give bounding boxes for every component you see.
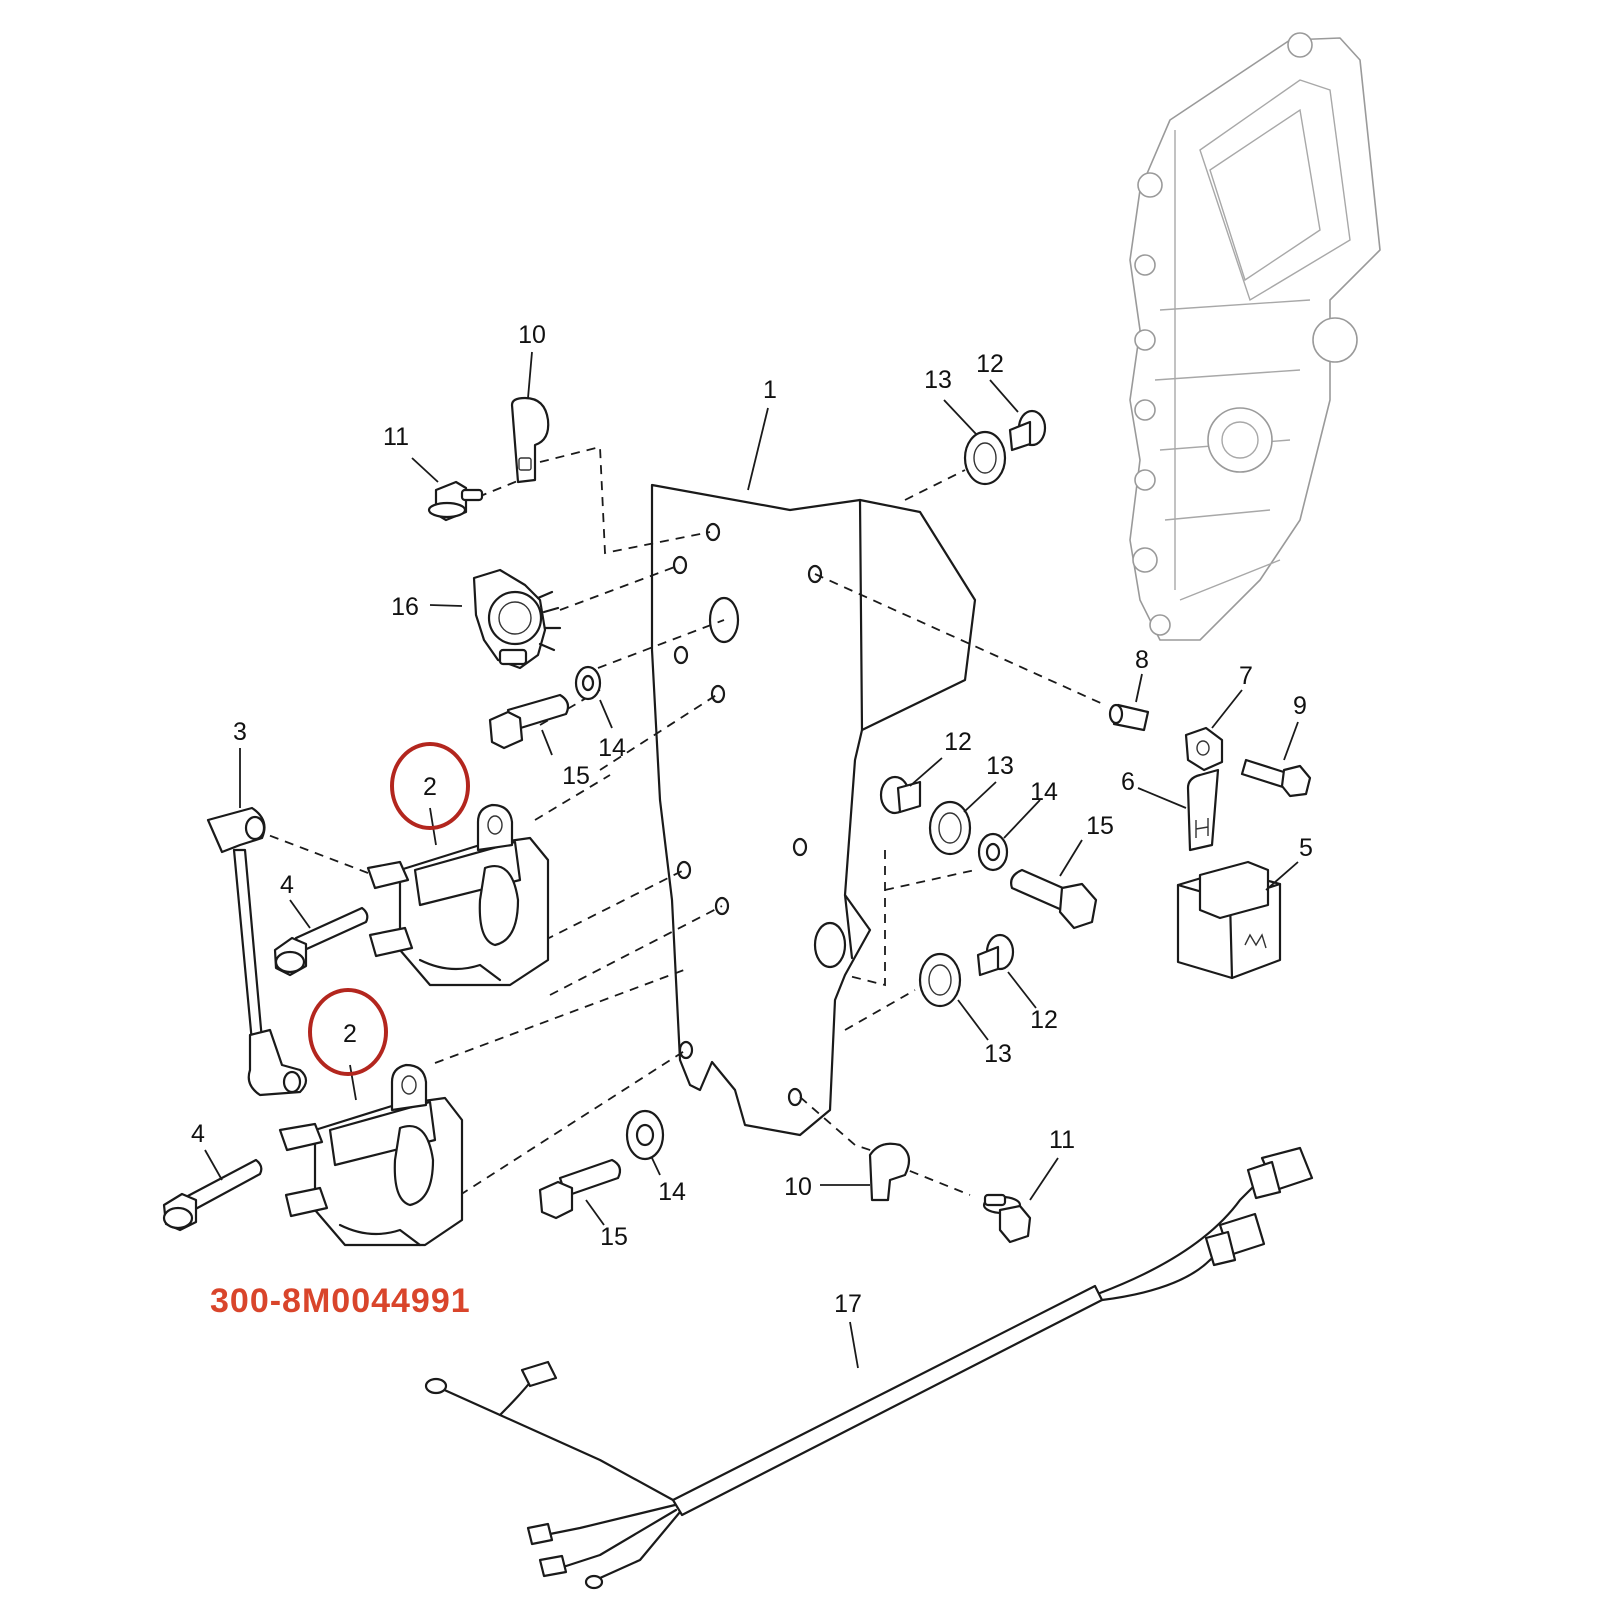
bracket-part-6 bbox=[1186, 768, 1220, 852]
callout-12-top: 12 bbox=[976, 350, 1004, 378]
bushing-12-top bbox=[1008, 409, 1047, 452]
washer-14-mid bbox=[977, 832, 1009, 872]
relay-part-5 bbox=[1176, 860, 1282, 980]
callout-8: 8 bbox=[1135, 646, 1149, 674]
bolt-15-low bbox=[538, 1158, 622, 1220]
callout-13-low: 13 bbox=[984, 1040, 1012, 1068]
callout-9: 9 bbox=[1293, 692, 1307, 720]
bushing-12-low bbox=[976, 933, 1015, 977]
bolt-4-upper bbox=[273, 906, 369, 977]
hose-clamp-lower bbox=[868, 1142, 911, 1202]
ignition-coil-upper bbox=[366, 803, 550, 987]
callout-12-low: 12 bbox=[1030, 1006, 1058, 1034]
flange-bolt-lower bbox=[982, 1193, 1032, 1244]
callout-15-low: 15 bbox=[600, 1223, 628, 1251]
flange-bolt-upper bbox=[427, 480, 484, 522]
sensor-part-16 bbox=[472, 568, 562, 670]
callout-10-upper: 10 bbox=[518, 321, 546, 349]
callout-13-top: 13 bbox=[924, 366, 952, 394]
callout-10-lower: 10 bbox=[784, 1173, 812, 1201]
bolt-15-upper bbox=[488, 693, 570, 750]
assembly-guide-lines bbox=[254, 445, 1106, 1196]
hose-clamp-upper bbox=[510, 396, 550, 484]
grommet-13-low bbox=[918, 952, 962, 1008]
callout-16: 16 bbox=[391, 593, 419, 621]
engine-block-ghost bbox=[1129, 32, 1381, 641]
callout-5: 5 bbox=[1299, 834, 1313, 862]
callout-13-mid: 13 bbox=[986, 752, 1014, 780]
highlight-ring-upper-coil bbox=[390, 742, 470, 830]
washer-14-upper bbox=[574, 665, 602, 701]
bushing-12-mid bbox=[879, 775, 922, 815]
part-number-label: 300-8M0044991 bbox=[210, 1282, 471, 1320]
bolt-15-mid bbox=[1010, 868, 1098, 930]
grommet-13-mid bbox=[928, 800, 972, 856]
callout-14-upper: 14 bbox=[598, 734, 626, 762]
callout-6: 6 bbox=[1121, 768, 1135, 796]
wiring-harness-part-17 bbox=[424, 1146, 1314, 1590]
callout-11-upper: 11 bbox=[383, 423, 409, 451]
callout-numbers: 1 2 2 3 4 4 5 6 7 8 9 10 10 11 11 12 12 … bbox=[191, 321, 1313, 1318]
callout-4-upper: 4 bbox=[280, 871, 294, 899]
callout-15-upper: 15 bbox=[562, 762, 590, 790]
ignition-coil-lower bbox=[278, 1063, 464, 1247]
highlight-ring-lower-coil bbox=[308, 988, 388, 1076]
callout-17: 17 bbox=[834, 1290, 862, 1318]
callout-1: 1 bbox=[763, 376, 777, 404]
highlight-rings bbox=[308, 742, 470, 1076]
callout-2-lower: 2 bbox=[343, 1020, 357, 1048]
callout-14-low: 14 bbox=[658, 1178, 686, 1206]
callout-12-mid: 12 bbox=[944, 728, 972, 756]
callout-7: 7 bbox=[1239, 662, 1253, 690]
ignition-lead-part-3 bbox=[206, 806, 308, 1097]
nut-part-7 bbox=[1184, 726, 1224, 772]
callout-3: 3 bbox=[233, 718, 247, 746]
callout-2-upper: 2 bbox=[423, 773, 437, 801]
screw-part-9 bbox=[1240, 758, 1312, 798]
mounting-plate bbox=[650, 483, 977, 1137]
grommet-13-top bbox=[963, 430, 1007, 486]
pin-part-8 bbox=[1108, 703, 1150, 732]
washer-14-low bbox=[625, 1109, 665, 1161]
callout-14-mid: 14 bbox=[1030, 778, 1058, 806]
bolt-4-lower bbox=[162, 1158, 263, 1232]
callout-4-lower: 4 bbox=[191, 1120, 205, 1148]
leader-lines bbox=[204, 351, 1299, 1369]
callout-11-lower: 11 bbox=[1049, 1126, 1075, 1154]
callout-15-mid: 15 bbox=[1086, 812, 1114, 840]
